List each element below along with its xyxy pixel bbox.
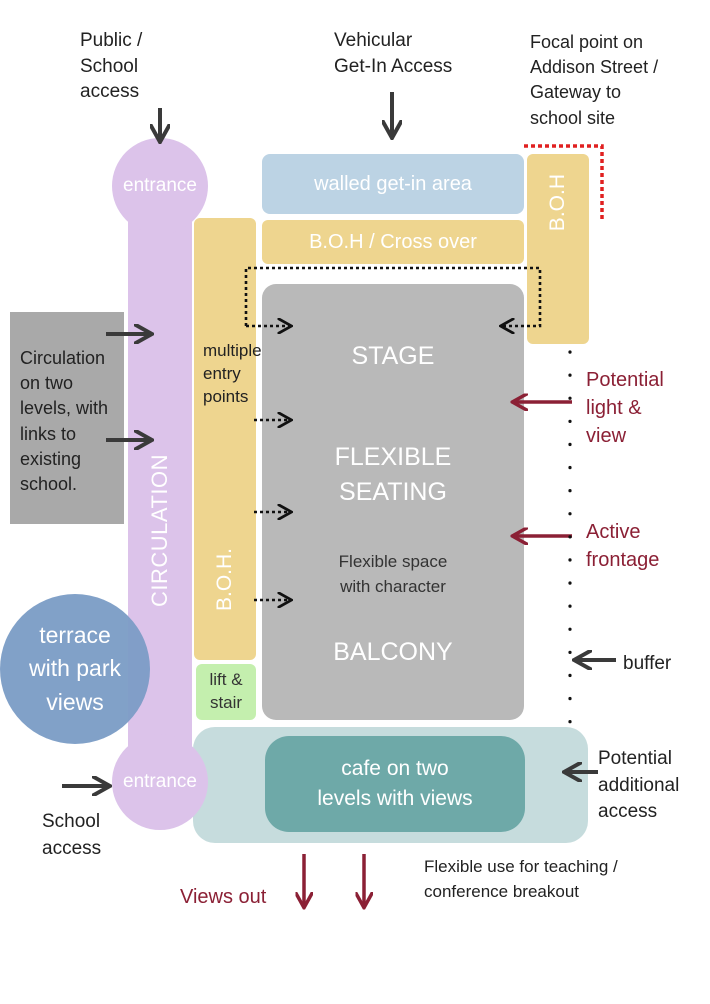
stage-label: STAGE — [351, 342, 435, 370]
boh-left — [194, 218, 256, 660]
views-out-label: Views out — [180, 886, 267, 908]
circulation-note-label: Circulation on two levels, with links to… — [20, 348, 109, 494]
entrance-top-label: entrance — [123, 175, 197, 196]
focal-point-label: Focal point on Addison Street / Gateway … — [530, 32, 659, 128]
lift-stair: lift & stair — [196, 664, 256, 720]
terrace-zone: terrace with park views — [0, 594, 150, 744]
walled-get-in-area: walled get-in area — [262, 154, 524, 214]
potential-light-label: Potential light & view — [586, 369, 664, 447]
flexible-seating-label: FLEXIBLE SEATING — [334, 443, 452, 506]
focal-point-corner — [524, 144, 604, 222]
boh-right: B.O.H — [527, 154, 589, 344]
boh-cross-over: B.O.H / Cross over — [262, 220, 524, 264]
cafe-label: cafe on two levels with views — [317, 756, 473, 810]
dotted-crossover-loop — [244, 266, 542, 326]
vehicular-access-label: Vehicular Get-In Access — [334, 30, 453, 77]
terrace-label: terrace with park views — [28, 621, 122, 715]
walled-get-in-label: walled get-in area — [314, 172, 472, 195]
boh-cross-over-label: B.O.H / Cross over — [309, 230, 477, 253]
school-access-label: School access — [42, 811, 102, 859]
cafe-inner-zone: cafe on two levels with views — [265, 736, 525, 832]
lift-stair-label: lift & stair — [209, 670, 243, 712]
active-frontage-label: Active frontage — [586, 521, 660, 571]
circulation-note-box: Circulation on two levels, with links to… — [10, 312, 124, 524]
entrance-bottom: entrance — [112, 734, 208, 830]
public-school-access-label: Public / School access — [80, 30, 143, 103]
main-hall — [262, 284, 524, 720]
balcony-label: BALCONY — [333, 638, 453, 666]
potential-access-label: Potential additional access — [598, 748, 680, 823]
multiple-entry-label: multiple entry points — [203, 341, 262, 406]
flexible-space-label: Flexible space with character — [338, 552, 448, 596]
entrance-top: entrance — [112, 138, 208, 234]
entrance-bottom-label: entrance — [123, 771, 197, 792]
buffer-label: buffer — [623, 653, 672, 674]
flexible-use-label: Flexible use for teaching / conference b… — [424, 857, 618, 901]
